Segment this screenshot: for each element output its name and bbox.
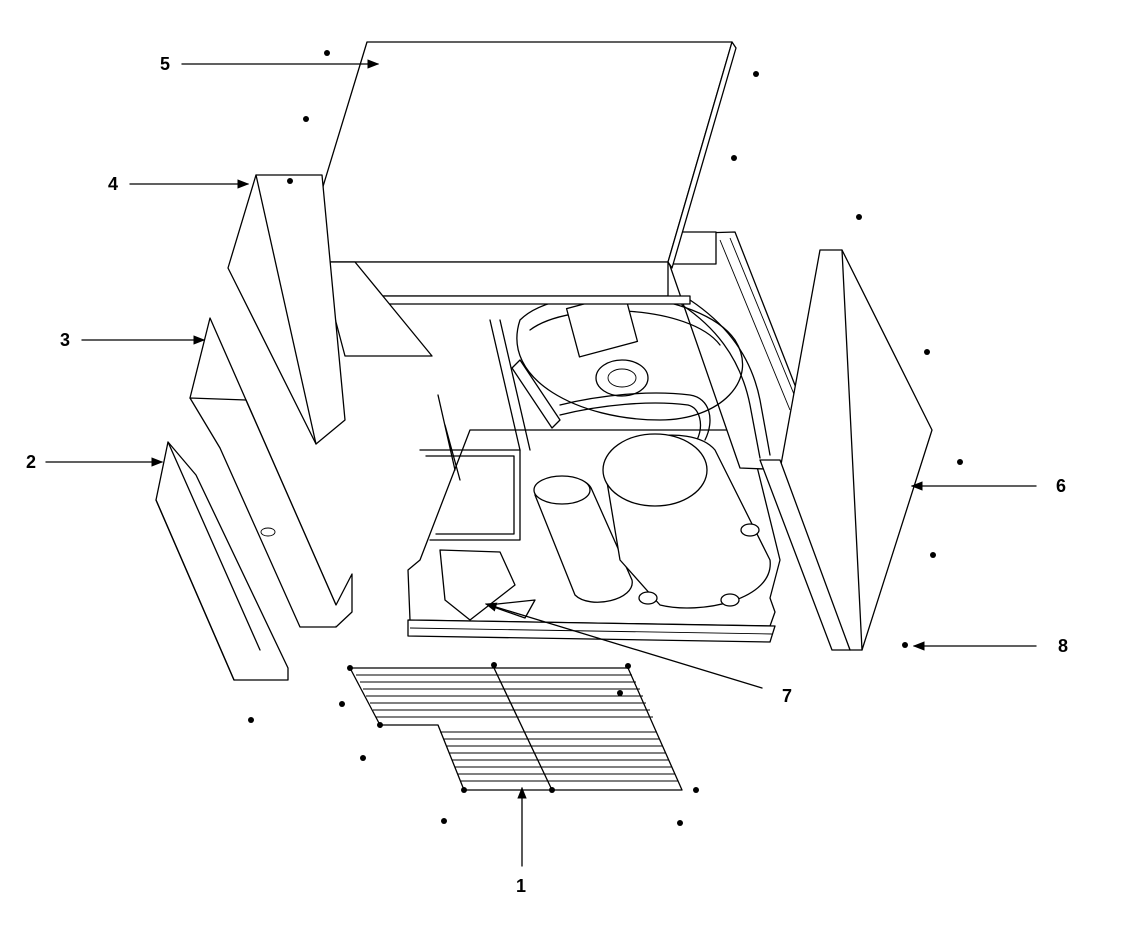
- callout-8: 8: [1058, 636, 1068, 656]
- fastener-screws: [248, 50, 963, 826]
- callout-4: 4: [108, 174, 118, 194]
- callout-7: 7: [782, 686, 792, 706]
- callout-5: 5: [160, 54, 170, 74]
- left-side-panel: [227, 174, 346, 445]
- callout-3: 3: [60, 330, 70, 350]
- lower-front-bracket: [155, 441, 289, 681]
- top-cover-panel: [299, 41, 737, 357]
- right-side-panel: [759, 249, 933, 651]
- callout-1: 1: [516, 876, 526, 896]
- callout-leaders: [45, 59, 1037, 867]
- front-channel-bracket: [189, 317, 353, 628]
- front-grille: [347, 662, 699, 793]
- callout-6: 6: [1056, 476, 1066, 496]
- callout-2: 2: [26, 452, 36, 472]
